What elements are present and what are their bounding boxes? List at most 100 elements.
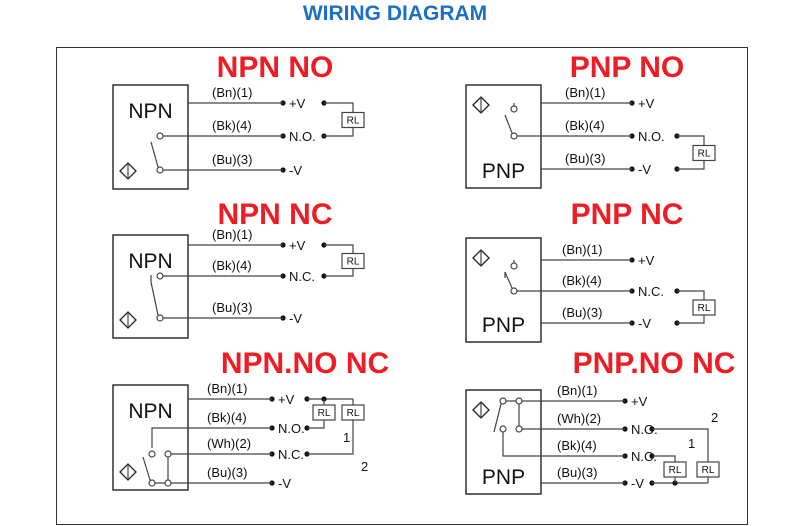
sensor-box xyxy=(112,384,189,491)
terminal-label: N.C. xyxy=(638,284,664,299)
wire xyxy=(324,127,354,137)
diagram-border xyxy=(56,47,748,525)
wire-color-label: (Bu)(3) xyxy=(562,305,602,320)
relay-number: 1 xyxy=(343,430,350,445)
terminal-label: +V xyxy=(638,96,655,111)
terminal-label: +V xyxy=(289,238,306,253)
terminal-label: N.O. xyxy=(278,421,305,436)
relay-label: RL xyxy=(698,303,711,314)
wire xyxy=(307,420,325,429)
switch-contact xyxy=(510,287,518,295)
wire-color-label: (Bn)(1) xyxy=(557,383,597,398)
terminal-label: -V xyxy=(638,162,651,177)
relay-box xyxy=(692,299,716,316)
proximity-sensor-icon xyxy=(472,401,490,419)
relay-label: RL xyxy=(318,408,331,419)
panel-title: PNP.NO NC xyxy=(573,347,736,380)
sensor-box xyxy=(112,84,189,190)
terminal-label: +V xyxy=(289,96,306,111)
wire-color-label: (Bu)(3) xyxy=(212,300,252,315)
wire-color-label: (Bk)(4) xyxy=(212,258,252,273)
sensor-type-label: NPN xyxy=(128,400,172,423)
relay-label: RL xyxy=(347,257,360,268)
sensor-diamond xyxy=(472,401,490,419)
sensor-box xyxy=(465,237,542,343)
proximity-sensor-icon xyxy=(119,311,137,329)
switch-contact xyxy=(156,272,164,280)
proximity-sensor-icon xyxy=(119,463,137,481)
sensor-diamond xyxy=(119,311,137,329)
switch-contact xyxy=(499,425,507,433)
proximity-sensor-icon xyxy=(472,249,490,267)
diagram-title: WIRING DIAGRAM xyxy=(303,2,487,25)
wire xyxy=(324,268,354,277)
panel-title: NPN.NO NC xyxy=(221,347,389,380)
sensor-diamond xyxy=(119,162,137,180)
relay-box xyxy=(341,252,365,270)
wire xyxy=(677,135,705,146)
sensor-type-label: NPN xyxy=(128,100,172,123)
wire-color-label: (Bu)(3) xyxy=(557,465,597,480)
switch-contact xyxy=(515,397,523,405)
wire xyxy=(502,432,625,457)
wire-color-label: (Bn)(1) xyxy=(207,381,247,396)
terminal-label: N.O. xyxy=(289,129,316,144)
switch-contact xyxy=(510,262,518,270)
switch-contact xyxy=(156,314,164,322)
switch-lever xyxy=(150,281,159,316)
sensor-type-label: PNP xyxy=(482,160,525,183)
sensor-type-label: NPN xyxy=(128,250,172,273)
relay-label: RL xyxy=(698,149,711,160)
wire-color-label: (Bu)(3) xyxy=(565,151,605,166)
terminal-label: N.C. xyxy=(278,447,304,462)
proximity-sensor-icon xyxy=(119,162,137,180)
terminal-label: -V xyxy=(278,476,291,491)
sensor-box xyxy=(112,234,189,339)
proximity-sensor-icon xyxy=(472,96,490,114)
relay-number: 2 xyxy=(711,410,718,425)
wire-color-label: (Bu)(3) xyxy=(212,152,252,167)
wire-color-label: (Bk)(4) xyxy=(562,273,602,288)
terminal-label: N.O. xyxy=(638,129,665,144)
switch-lever xyxy=(493,403,502,433)
wire xyxy=(677,315,705,324)
switch-contact xyxy=(164,479,172,487)
wire-color-label: (Wh)(2) xyxy=(207,436,251,451)
wire xyxy=(652,455,676,462)
wire-color-label: (Bn)(1) xyxy=(562,242,602,257)
relay-label: RL xyxy=(347,116,360,127)
switch-contact xyxy=(156,166,164,174)
relay-label: RL xyxy=(347,408,360,419)
switch-contact xyxy=(148,479,156,487)
wire xyxy=(677,160,705,170)
wire xyxy=(307,420,354,455)
panel-npn-no-nc: NPN.NO NCNPN(Bn)(1)+V(Bk)(4)N.O.(Wh)(2)N… xyxy=(112,347,389,491)
panel-title: NPN NO xyxy=(217,51,334,84)
terminal-label: N.C. xyxy=(631,449,657,464)
wire-color-label: (Bu)(3) xyxy=(207,465,247,480)
switch-contact xyxy=(510,105,518,113)
relay-number: 1 xyxy=(688,436,695,451)
terminal-label: -V xyxy=(638,316,651,331)
switch-contact xyxy=(499,397,507,405)
switch-contact xyxy=(156,132,164,140)
wire-color-label: (Wh)(2) xyxy=(557,411,601,426)
terminal-label: N.O. xyxy=(631,422,658,437)
wire xyxy=(151,427,272,448)
relay-number: 2 xyxy=(361,459,368,474)
terminal-label: +V xyxy=(278,392,295,407)
panel-title: PNP NC xyxy=(571,198,684,231)
switch-lever xyxy=(504,114,513,134)
sensor-type-label: PNP xyxy=(482,466,525,489)
panel-title: NPN NC xyxy=(217,198,332,231)
sensor-type-label: PNP xyxy=(482,314,525,337)
switch-contact xyxy=(515,425,523,433)
sensor-diamond xyxy=(472,249,490,267)
sensor-diamond xyxy=(472,96,490,114)
terminal-label: -V xyxy=(631,476,644,491)
wire xyxy=(677,290,705,300)
relay-box xyxy=(341,111,365,129)
